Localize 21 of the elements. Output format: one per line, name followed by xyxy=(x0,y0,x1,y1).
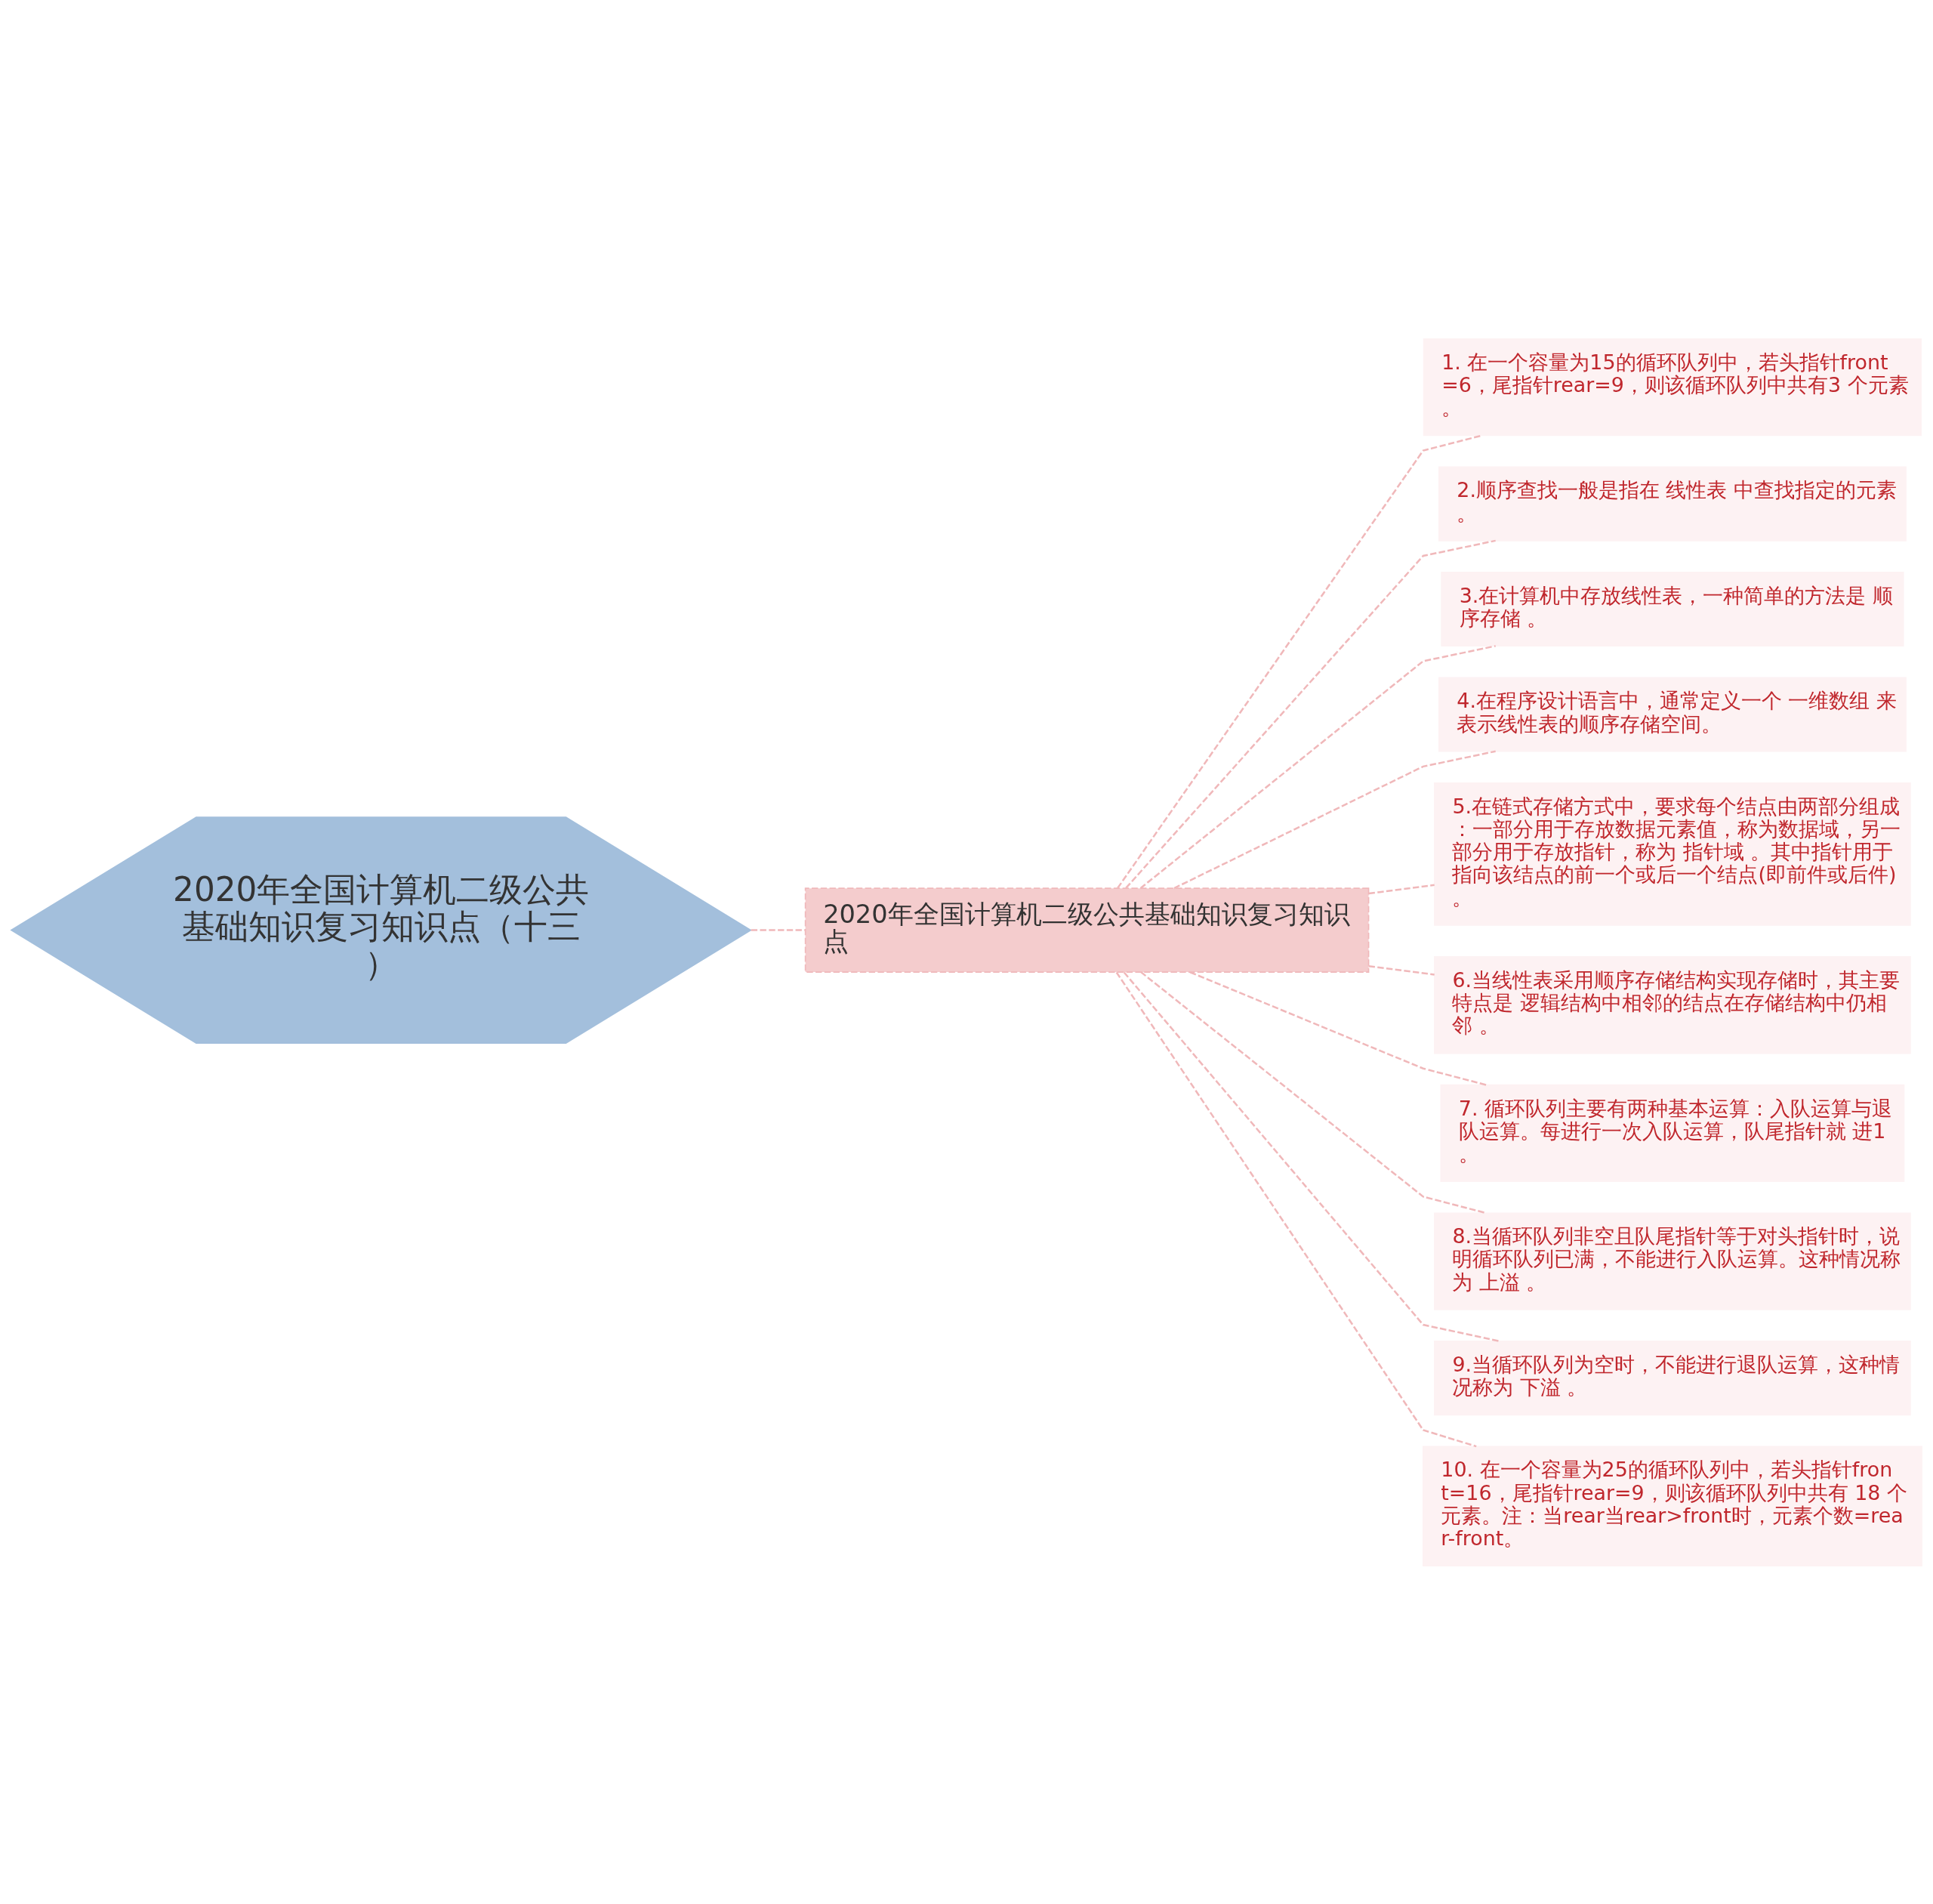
connector xyxy=(1139,644,1496,889)
connector xyxy=(751,928,806,931)
node-box: 7. 循环队列主要有两种基本运算：入队运算与退队运算。每进行一次入队运算，队尾指针就 进1 。 xyxy=(1440,1084,1905,1182)
connector xyxy=(1189,971,1487,1086)
node-box: 6.当线性表采用顺序存储结构实现存储时，其主要特点是 逻辑结构中相邻的结点在存储结构中仍相邻 。 xyxy=(1434,955,1911,1054)
node-box: 5.在链式存储方式中，要求每个结点由两部分组成：一部分用于存放数据元素值，称为数据域，另一部分用于存放指针，称为 指针域 。其中指针用于指向该结点的前一个或后一个结点(即前件或后件)。 xyxy=(1434,782,1911,926)
connector xyxy=(1115,971,1477,1447)
connector xyxy=(1368,884,1435,894)
connector xyxy=(1173,750,1496,889)
connector xyxy=(1368,964,1435,976)
connector xyxy=(1140,971,1487,1214)
node-box: 8.当循环队列非空且队尾指针等于对头指针时，说明循环队列已满，不能进行入队运算。这种情况称为 上溢 。 xyxy=(1434,1211,1911,1310)
node-box: 1. 在一个容量为15的循环队列中，若头指针front=6，尾指针rear=9，则该循环队列中共有3 个元素。 xyxy=(1423,338,1922,436)
connector xyxy=(1125,539,1496,889)
node-box: 4.在程序设计语言中，通常定义一个 一维数组 来表示线性表的顺序存储空间。 xyxy=(1438,676,1907,752)
node-box: 2.顺序查找一般是指在 线性表 中查找指定的元素。 xyxy=(1438,466,1907,542)
node-box: 9.当循环队列为空时，不能进行退队运算，这种情况称为 下溢 。 xyxy=(1434,1340,1911,1415)
connector xyxy=(1123,971,1500,1342)
node-box: 3.在计算机中存放线性表，一种简单的方法是 顺序存储 。 xyxy=(1441,571,1904,646)
node-box: 10. 在一个容量为25的循环队列中，若头指针front=16，尾指针rear=9，则该循环队列中共有 18 个元素。注：当rear当rear>front时，元素个数=rear-front。 xyxy=(1422,1446,1922,1566)
node-box: 2020年全国计算机二级公共基础知识复习知识点 xyxy=(804,887,1370,973)
